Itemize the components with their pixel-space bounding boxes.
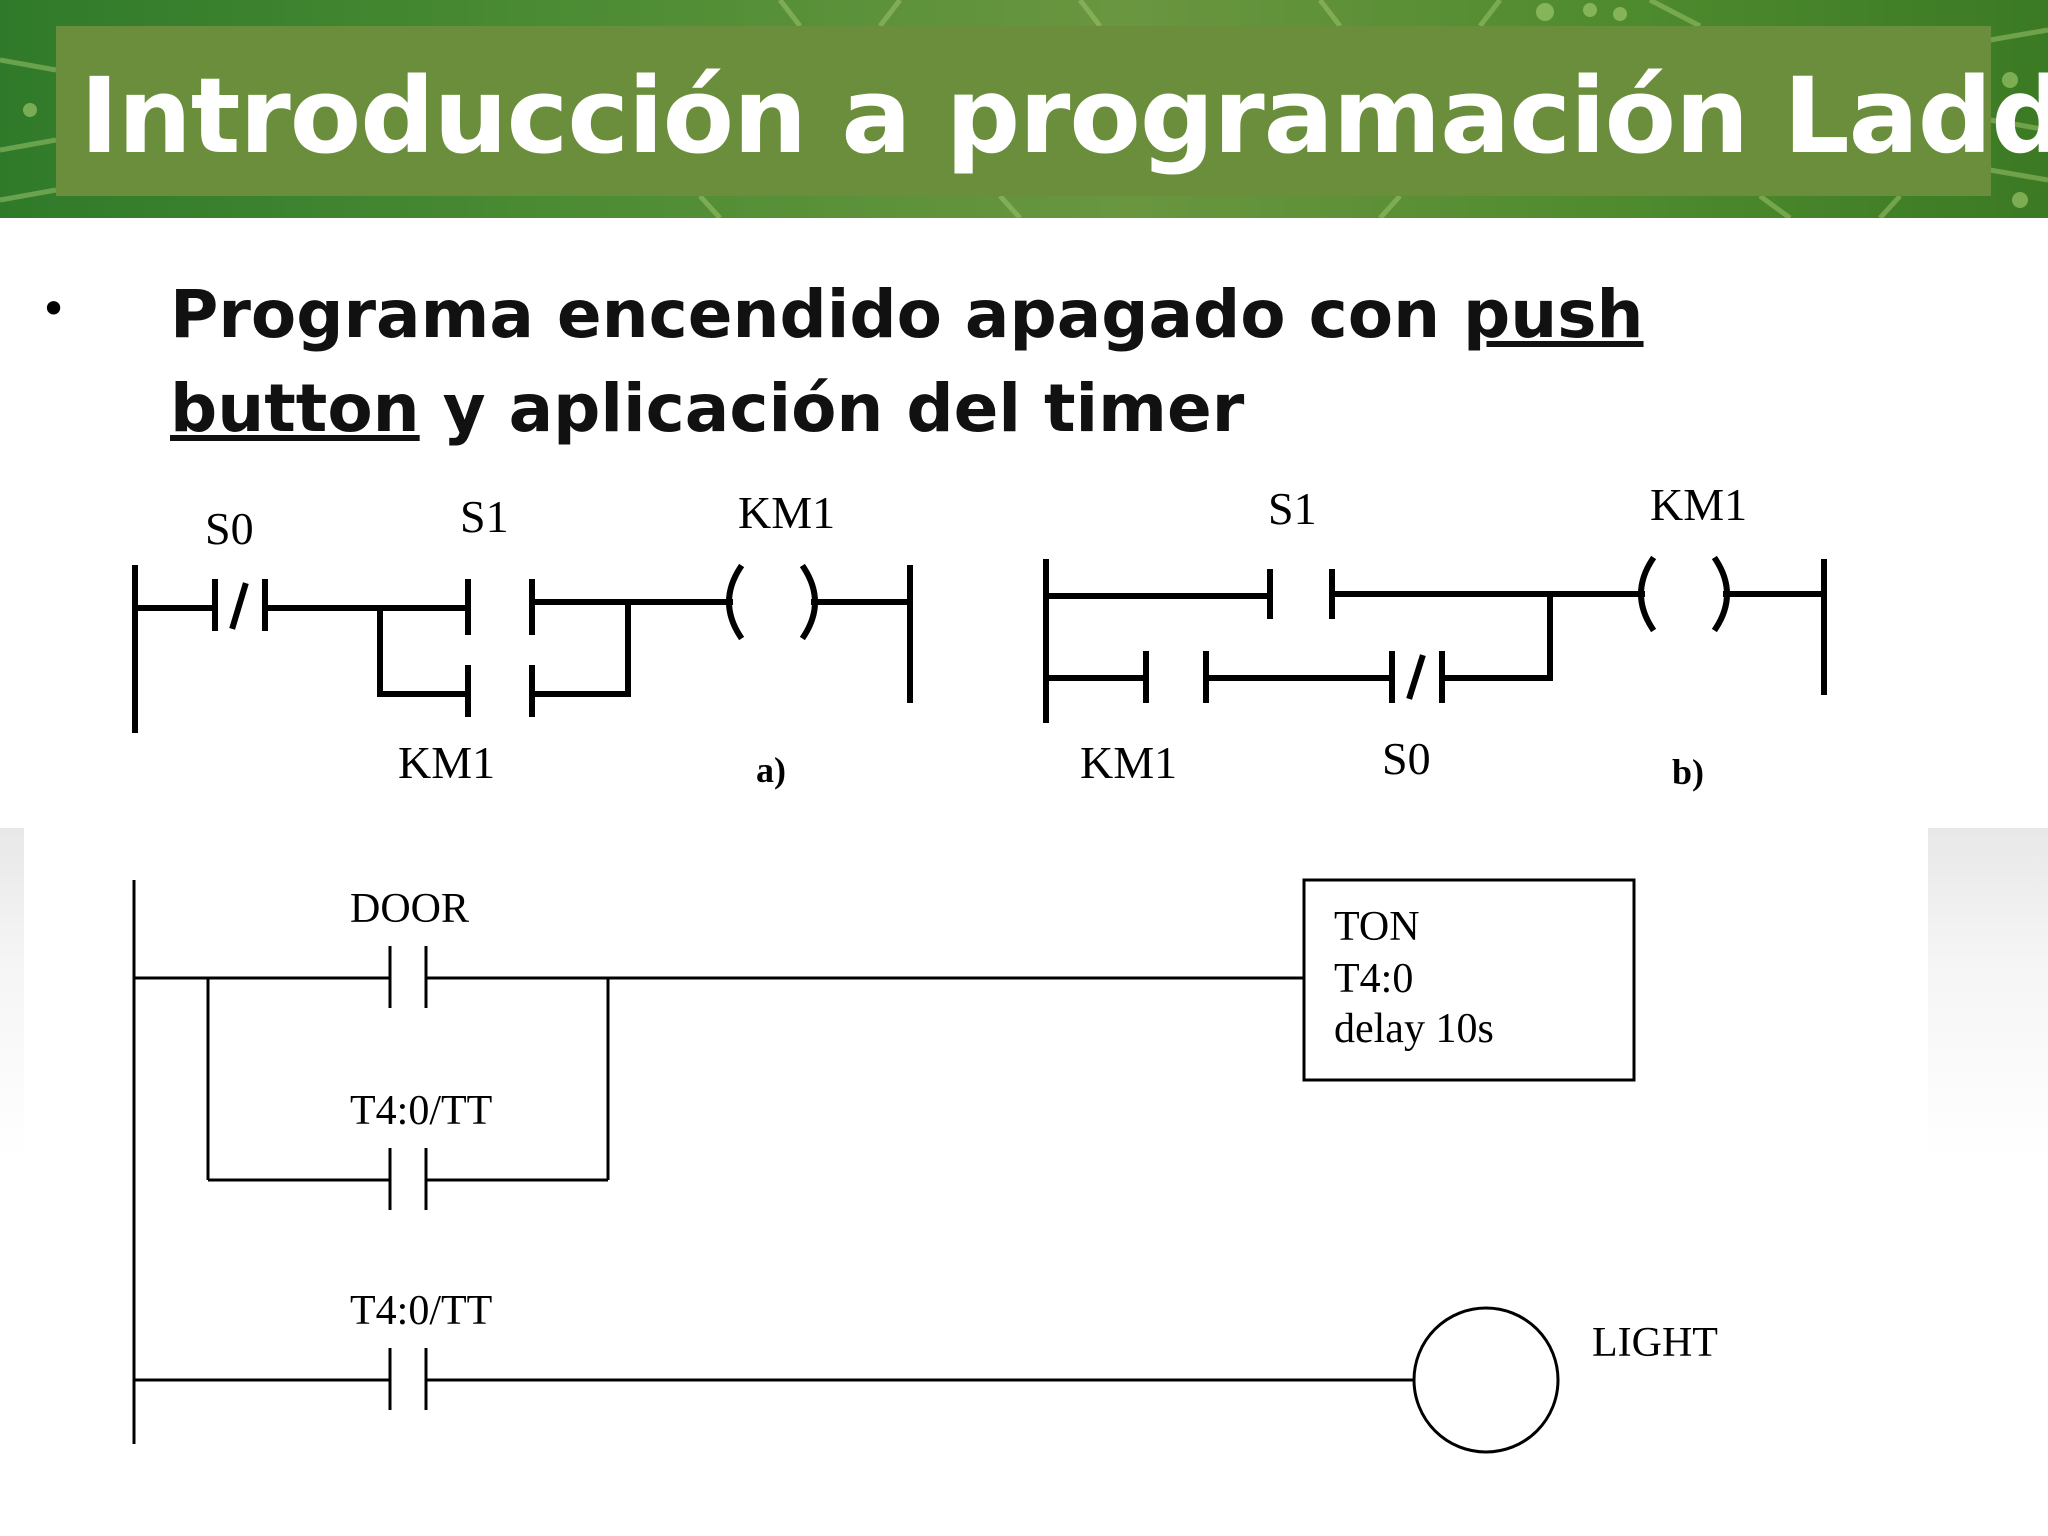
title-banner: Introducción a programación Ladder (0, 0, 2048, 218)
km1-b-coil-label: KM1 (1650, 479, 1747, 530)
km1-a-coil-left (726, 563, 745, 641)
s0-b-contact-slash (1406, 654, 1426, 700)
bullet-text-end: y aplicación del timer (419, 370, 1245, 447)
ladder-diagrams-ab: S0 S1 KM1 KM1 a) S1 KM1 KM1 S0 b) (80, 478, 1890, 818)
s0-contact-slash (229, 582, 249, 630)
km1-b-coil-left (1638, 555, 1657, 633)
light-coil (1412, 1306, 1560, 1454)
light-label: LIGHT (1592, 1320, 1718, 1366)
s0-label: S0 (205, 503, 254, 554)
bullet-text: Programa encendido apagado con push butt… (170, 268, 1870, 456)
km1-b-contact-label: KM1 (1080, 737, 1177, 788)
ladder-diagrams-ab-svg: S0 S1 KM1 KM1 a) S1 KM1 KM1 S0 b) (132, 479, 1827, 792)
timer-type: TON (1334, 904, 1420, 950)
circuit-pattern (0, 0, 2048, 218)
s1-label: S1 (460, 491, 509, 542)
push-button-link[interactable]: push button (170, 276, 1644, 447)
timer-ladder-diagram: DOOR T4:0/TT T4:0/TT LIGHT TON T4:0 dela… (24, 822, 1928, 1502)
tt-branch-label: T4:0/TT (350, 1088, 492, 1134)
slide-title: Introducción a programación Ladder (80, 55, 2048, 177)
title-box (56, 26, 1991, 196)
s0-b-label: S0 (1382, 733, 1431, 784)
s1-b-label: S1 (1268, 483, 1317, 534)
ton-timer-block (1302, 878, 1636, 1082)
timer-ladder-svg: DOOR T4:0/TT T4:0/TT LIGHT TON T4:0 dela… (132, 878, 1718, 1454)
bullet-marker: • (40, 282, 68, 336)
timer-delay: delay 10s (1334, 1006, 1494, 1052)
km1-coil-label: KM1 (738, 487, 835, 538)
caption-b: b) (1672, 752, 1704, 792)
timer-address: T4:0 (1334, 956, 1413, 1002)
km1-contact-label: KM1 (398, 737, 495, 788)
bullet-text-start: Programa encendido apagado con (170, 276, 1464, 353)
tt-rung2-label: T4:0/TT (350, 1288, 492, 1334)
caption-a: a) (756, 750, 786, 790)
door-label: DOOR (350, 886, 469, 932)
